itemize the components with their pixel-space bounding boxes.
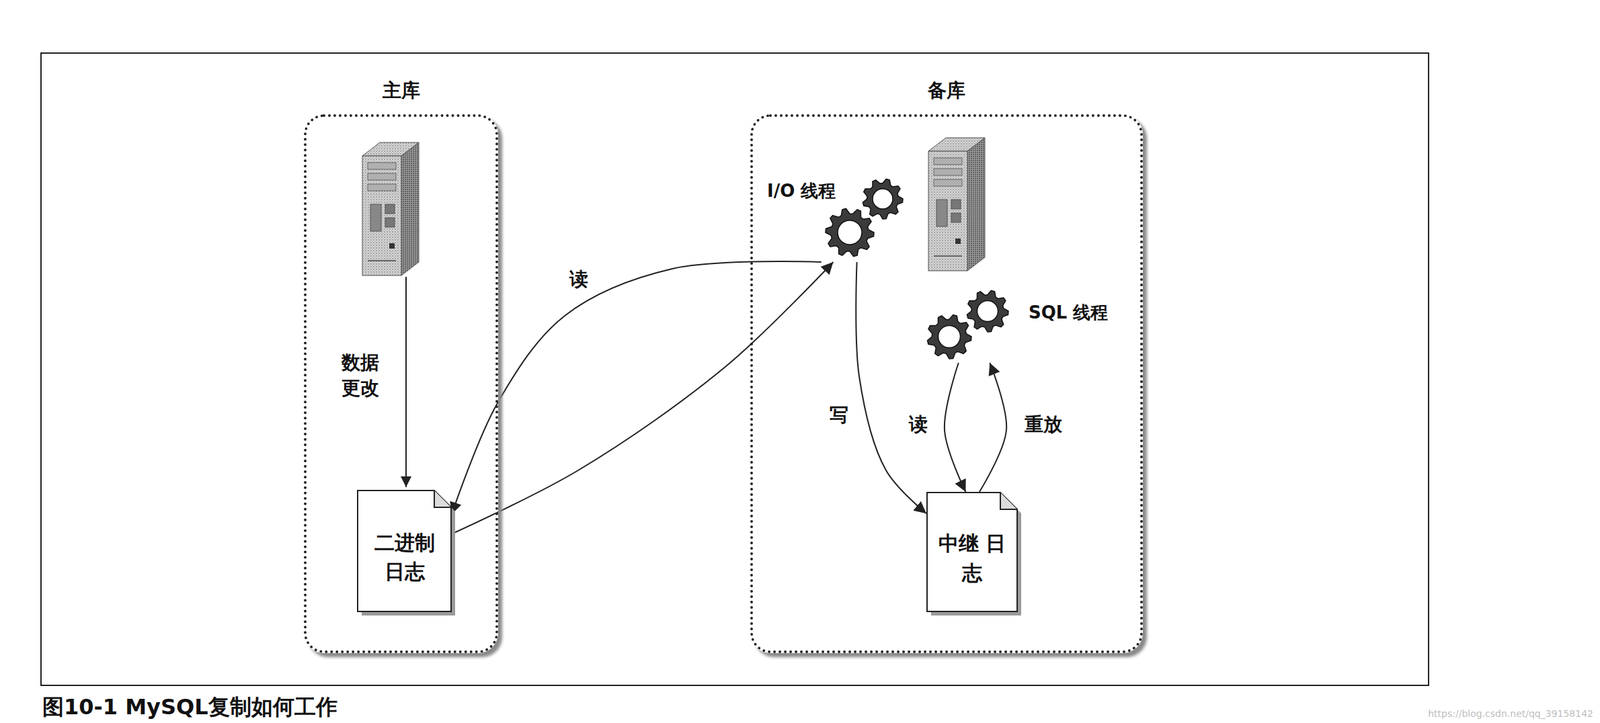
- master-server: [362, 142, 419, 276]
- gear-hole: [837, 220, 862, 245]
- io-thread: I/O 线程: [763, 171, 912, 263]
- region-heading: 备库: [752, 77, 1141, 104]
- edge-label: 读: [907, 411, 930, 439]
- data-change-arrow: [405, 276, 407, 488]
- region-heading: 主库: [306, 77, 496, 104]
- flow-connector: [451, 261, 822, 515]
- flow-connector: [855, 262, 927, 514]
- document-fold: [1000, 492, 1018, 510]
- thread-label: I/O 线程: [767, 179, 836, 204]
- binlog-document: 二进制 日志: [356, 490, 452, 613]
- gear-hole: [872, 188, 893, 210]
- gear-hole: [938, 326, 961, 349]
- document-outline: [357, 490, 452, 612]
- document-fold: [434, 490, 452, 508]
- watermark: https://blog.csdn.net/qq_39158142: [1426, 707, 1595, 722]
- gear-icon: [921, 289, 1130, 364]
- thread-label: SQL 线程: [1028, 301, 1108, 325]
- relay-log-document: 中继 日志: [926, 492, 1018, 613]
- sql-thread: SQL 线程: [921, 289, 1130, 364]
- edge-label: 读: [568, 266, 590, 294]
- replica-server: [928, 137, 985, 271]
- gear: [966, 290, 1009, 333]
- figure-caption: 图10-1 MySQL复制如何工作: [41, 692, 339, 723]
- flow-connector: [451, 262, 833, 535]
- gear: [825, 208, 874, 257]
- master-region: 二进制 日志主库: [303, 114, 499, 654]
- document-label: 中继 日志: [933, 529, 1012, 588]
- edge-label: 写: [828, 402, 850, 429]
- gear: [862, 178, 903, 220]
- gear: [927, 315, 972, 359]
- outer-frame: [41, 53, 1429, 686]
- flow-connector: [944, 363, 967, 493]
- replica-region: I/O 线程SQL 线程中继 日志备库: [750, 114, 1143, 654]
- edge-label: 重放: [1023, 411, 1064, 439]
- data-change-label: 数据 更改: [338, 349, 383, 403]
- gear-hole: [977, 301, 999, 323]
- document-label: 二进制 日志: [363, 528, 446, 587]
- document-outline: [927, 492, 1018, 612]
- flow-connector: [979, 363, 1007, 493]
